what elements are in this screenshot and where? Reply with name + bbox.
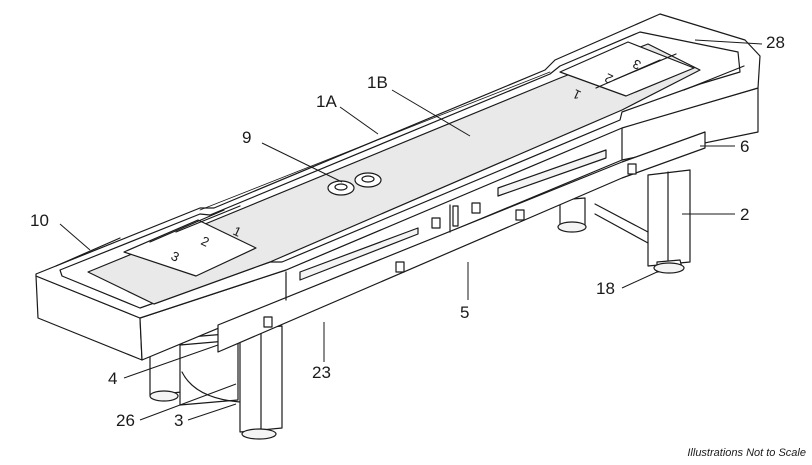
callout-9: 9 xyxy=(242,128,251,147)
callout-5: 5 xyxy=(460,303,469,322)
callout-18: 18 xyxy=(596,279,615,298)
leader-lines xyxy=(59,39,763,421)
callout-10: 10 xyxy=(30,211,49,230)
scale-footnote: Illustrations Not to Scale xyxy=(687,447,806,459)
callout-1b: 1B xyxy=(367,73,388,92)
callout-1a: 1A xyxy=(316,92,337,111)
rail-brushes xyxy=(55,65,745,267)
pucks xyxy=(327,172,382,196)
rear-leg-assembly xyxy=(557,169,691,274)
callout-2: 2 xyxy=(740,205,749,224)
far-scoring-zone: 1 2 3 xyxy=(559,41,695,103)
near-scoring-zone: 1 2 3 xyxy=(123,205,257,277)
callout-6: 6 xyxy=(740,137,749,156)
callout-26: 26 xyxy=(116,411,135,430)
callout-28: 28 xyxy=(766,33,785,52)
cabinet xyxy=(35,87,759,361)
callout-labels: 28 1B 1A 9 6 10 2 5 18 4 23 26 3 xyxy=(30,33,785,430)
callout-4: 4 xyxy=(108,369,117,388)
callout-3: 3 xyxy=(174,411,183,430)
callout-23: 23 xyxy=(312,363,331,382)
